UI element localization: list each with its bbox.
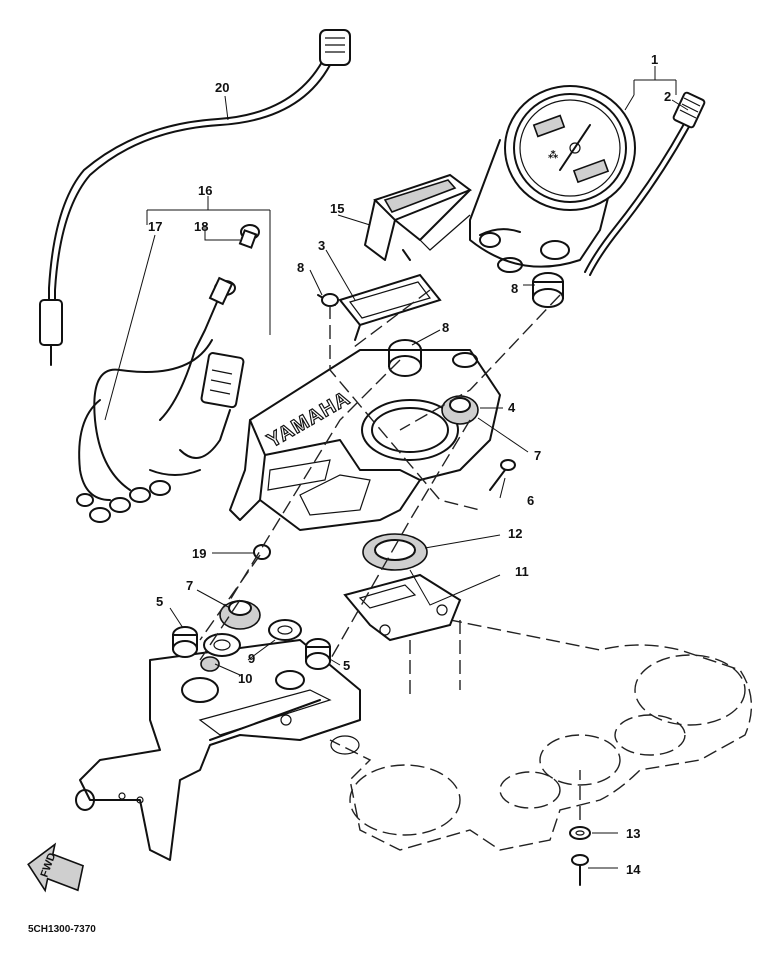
callout-9: 9 xyxy=(248,651,255,666)
meter-wiring-harness xyxy=(76,224,260,523)
callout-10: 10 xyxy=(238,671,252,686)
indicator-light-lens xyxy=(364,173,473,261)
meter-cable-20 xyxy=(39,29,351,366)
bulb-sockets xyxy=(76,480,171,523)
callout-4: 4 xyxy=(508,400,516,415)
callout-8-center: 8 xyxy=(442,320,449,335)
steering-crown-dashed xyxy=(329,599,753,851)
callout-8-right: 8 xyxy=(511,281,518,296)
callout-6: 6 xyxy=(527,493,534,508)
speedometer-cable xyxy=(584,91,706,276)
assembly-guide-lines xyxy=(199,289,581,820)
callout-2: 2 xyxy=(664,89,671,104)
callout-7-left: 7 xyxy=(186,578,193,593)
callout-1: 1 xyxy=(651,52,658,67)
callout-15: 15 xyxy=(330,201,344,216)
callout-20: 20 xyxy=(215,80,229,95)
callout-5-right: 5 xyxy=(343,658,350,673)
callout-5-left: 5 xyxy=(156,594,163,609)
diagram-code: 5CH1300-7370 xyxy=(28,924,96,935)
callout-numbers: 1 2 3 4 5 5 6 7 7 8 8 8 9 10 11 12 13 14… xyxy=(148,52,671,877)
meter-housing: YAMAHA xyxy=(229,349,501,531)
callout-17: 17 xyxy=(148,219,162,234)
callout-18: 18 xyxy=(194,219,208,234)
callout-7-right: 7 xyxy=(534,448,541,463)
callout-14: 14 xyxy=(626,862,641,877)
callout-13: 13 xyxy=(626,826,640,841)
callout-12: 12 xyxy=(508,526,522,541)
leader-lines xyxy=(104,66,689,869)
callout-8-left: 8 xyxy=(297,260,304,275)
callout-19: 19 xyxy=(192,546,206,561)
lower-bracket xyxy=(75,639,361,861)
speedometer-assembly: ⁂ xyxy=(469,85,636,273)
fwd-direction-arrow: FWD xyxy=(27,842,84,893)
meter-cover-panel xyxy=(338,273,442,341)
callout-16: 16 xyxy=(198,183,212,198)
grommets-and-fasteners xyxy=(172,272,591,886)
callout-3: 3 xyxy=(318,238,325,253)
callout-11: 11 xyxy=(515,564,529,579)
svg-text:⁂: ⁂ xyxy=(548,149,559,161)
